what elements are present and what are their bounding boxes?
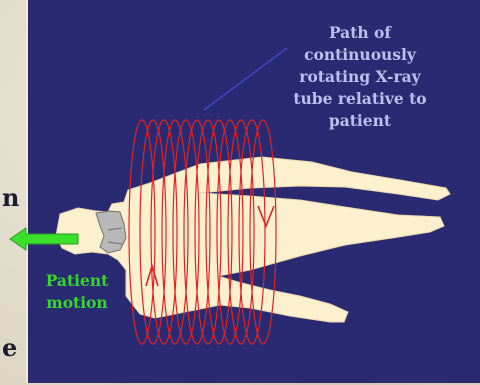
helix-path-label: Path of continuously rotating X-ray tube… — [262, 22, 458, 132]
patient-motion-label: Patient motion — [34, 270, 120, 314]
